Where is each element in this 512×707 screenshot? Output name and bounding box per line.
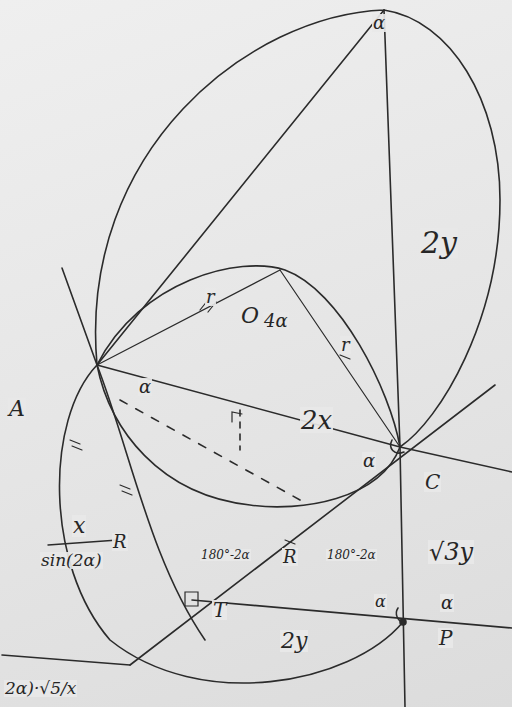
math-label: R [112,533,128,551]
math-label: √3y [428,540,474,564]
line [400,447,512,472]
math-label: α [138,378,152,396]
math-label: 180°-2α [326,549,377,561]
math-label: sin(2α) [40,552,103,569]
math-label: 2x [300,407,333,433]
chord [384,10,400,447]
math-label: 2y [420,228,458,258]
fraction-bar [48,540,118,545]
tick-mark [70,300,350,544]
chord [97,365,400,447]
math-label: P [438,628,453,648]
math-label: x [72,515,86,537]
dashed-line [239,410,241,450]
math-label: T [212,600,227,620]
chord [97,10,384,365]
dashed-line [120,400,300,500]
line [400,447,405,707]
math-label: α [374,594,387,610]
point [400,619,406,625]
math-label: α [440,594,454,612]
hidden [97,365,192,600]
line [192,600,512,628]
angle-arc [391,440,404,453]
line [62,268,97,365]
right-angle [232,412,242,422]
math-label: R [282,548,298,566]
radius [280,270,400,447]
radius [97,270,280,365]
math-label: r [205,288,216,306]
arc-line [97,365,205,640]
math-label: C [424,472,441,492]
math-label: 2α)·√5/x [4,680,77,697]
lower-circle [59,365,403,683]
math-label: 2y [280,630,308,652]
middle-circle [97,266,400,507]
math-label: 180°-2α [200,549,251,561]
math-label: r [340,336,351,354]
math-label: α [362,452,376,470]
math-label: 4α [263,312,289,330]
line [2,655,130,665]
angle-box [185,592,198,606]
line [130,385,495,665]
math-label: α [372,14,386,32]
math-label: O [240,305,260,327]
upper-circle [96,10,500,447]
math-label: A [8,398,26,420]
